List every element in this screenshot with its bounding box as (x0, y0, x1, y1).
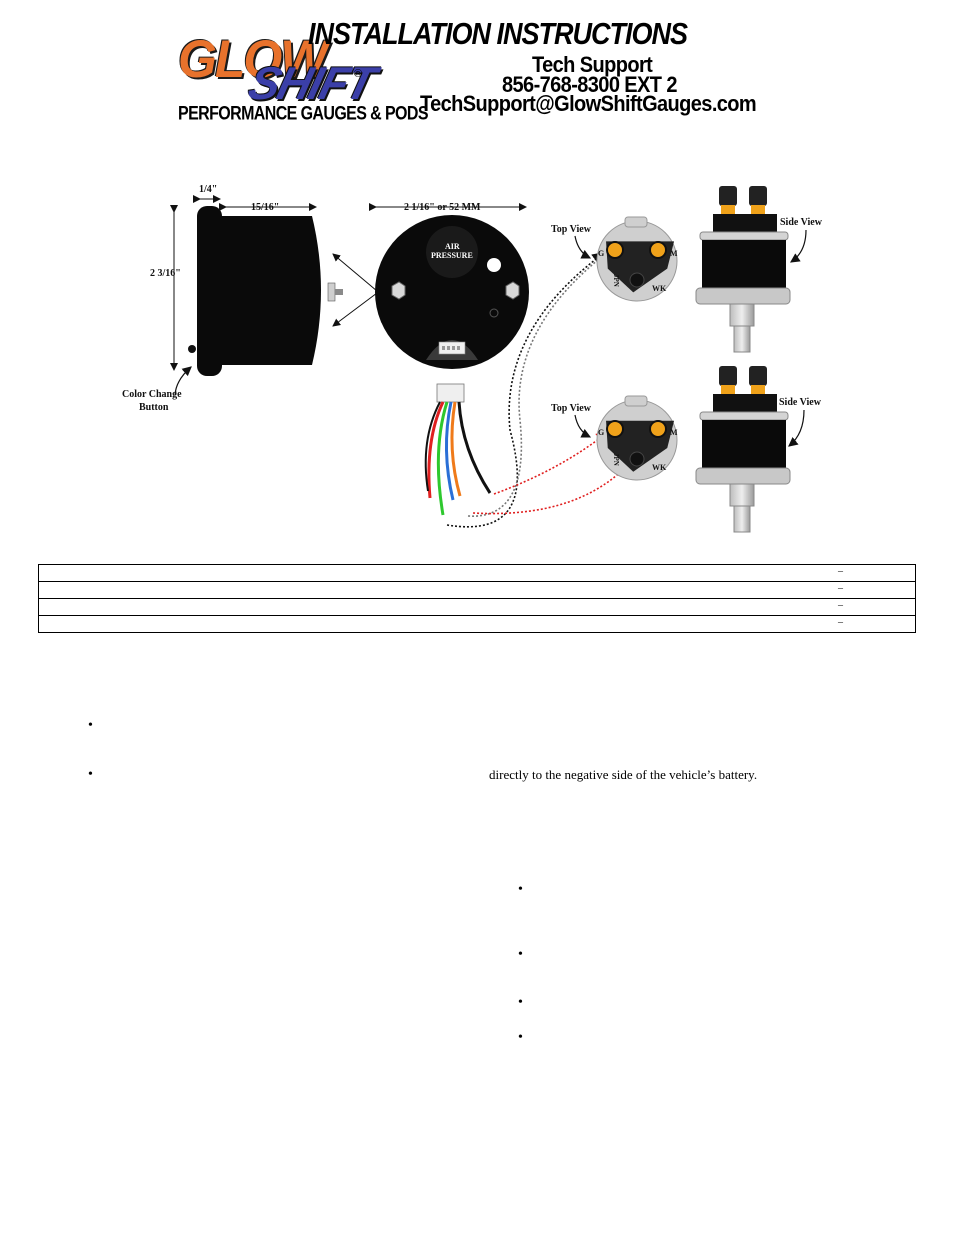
wire-harness (424, 383, 492, 516)
bullet-point: • (518, 947, 523, 962)
registered-mark: ® (354, 68, 363, 80)
table-cell: – (38, 581, 916, 599)
wiring-diagram: 1/4" 15/16" 2 3/16" 2 1/16" or 52 MM Col… (122, 184, 823, 533)
dimension-lines (170, 195, 527, 396)
side-view-label-2: Side View (779, 397, 822, 408)
bullet-point: • (88, 718, 93, 733)
sender-side-view-1 (695, 186, 791, 353)
table-row: – (38, 615, 916, 633)
bullet-point: • (518, 882, 523, 897)
terminal-m-2: M (670, 428, 678, 437)
terminal-wk-1: WK (652, 284, 667, 293)
terminal-m-1: M (670, 249, 678, 258)
page-title: INSTALLATION INSTRUCTIONS (308, 17, 688, 51)
color-change-label: Color Change (122, 389, 182, 400)
top-view-label-1: Top View (551, 224, 592, 235)
top-view-label-2: Top View (551, 403, 592, 414)
tech-support-email[interactable]: TechSupport@GlowShiftGauges.com (420, 92, 757, 117)
gauge-back-view (375, 215, 529, 369)
dim-diameter: 2 1/16" or 52 MM (404, 202, 481, 213)
sender-top-view-2 (596, 395, 678, 481)
gauge-face-label-1: AIR (445, 242, 460, 251)
side-view-label-1: Side View (780, 217, 823, 228)
logo-tagline: PERFORMANCE GAUGES & PODS (178, 104, 429, 125)
table-row: – (38, 581, 916, 599)
dim-bezel-depth: 1/4" (199, 184, 217, 195)
tech-support-phone: 856-768-8300 EXT 2 (502, 73, 677, 98)
color-change-label-2: Button (139, 402, 169, 413)
sender-top-view-1 (596, 216, 678, 302)
logo-glow-text: GLOW (178, 29, 328, 89)
table-row: – (38, 598, 916, 616)
dim-height: 2 3/16" (150, 268, 181, 279)
tech-support-label: Tech Support (532, 53, 653, 78)
sender-side-view-2 (695, 366, 791, 533)
sender-stamp-2: JPN (612, 453, 620, 466)
terminal-g-1: G (598, 249, 604, 258)
table-cell: – (38, 615, 916, 633)
spec-table: – – – – (38, 564, 916, 633)
bullet-point: • (518, 995, 523, 1010)
row-mark: – (838, 600, 843, 611)
bullet-point: • (518, 1030, 523, 1045)
table-cell: – (38, 598, 916, 616)
table-cell: – (38, 564, 916, 582)
row-mark: – (838, 617, 843, 628)
gauge-face-label-2: PRESSURE (431, 251, 473, 260)
bullet-point: • (88, 767, 93, 782)
terminal-wk-2: WK (652, 463, 667, 472)
row-mark: – (838, 583, 843, 594)
table-row: – (38, 564, 916, 582)
logo-shift-text: SHIFT (243, 57, 380, 109)
row-mark: – (838, 566, 843, 577)
battery-ground-text: directly to the negative side of the veh… (489, 767, 758, 782)
color-change-button (188, 345, 196, 353)
gauge-side-view (188, 206, 343, 376)
terminal-g-2: G (598, 428, 604, 437)
sender-stamp-1: JPN (612, 274, 620, 287)
dim-body-depth: 15/16" (251, 202, 279, 213)
